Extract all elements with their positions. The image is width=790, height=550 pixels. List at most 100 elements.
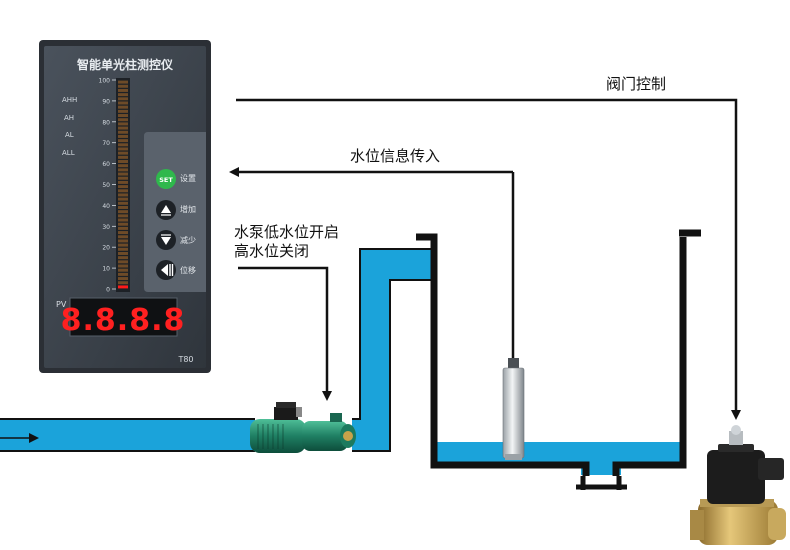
level-sensor xyxy=(502,172,525,460)
outlet-pipe xyxy=(352,248,436,452)
valve-control-label: 阀门控制 xyxy=(606,75,666,93)
scale-tick-label: 20 xyxy=(102,245,110,252)
scale-tick-label: 90 xyxy=(102,98,110,105)
bargraph-segment xyxy=(118,251,128,255)
bargraph-segment xyxy=(118,172,128,176)
alarm-ah-label: AH xyxy=(64,114,74,122)
water-pump xyxy=(250,402,356,453)
shift-button-text: 位移 xyxy=(180,265,196,275)
down-arrow-icon xyxy=(161,237,171,245)
bargraph-segment xyxy=(118,122,128,126)
bargraph-segment xyxy=(118,185,128,189)
bargraph-segment xyxy=(118,160,128,163)
bargraph-segment xyxy=(118,231,128,235)
set-button-text: 设置 xyxy=(180,173,196,183)
bargraph-segment xyxy=(118,210,128,214)
level-input-label: 水位信息传入 xyxy=(350,147,440,165)
pv-display xyxy=(69,297,178,337)
bargraph-segment xyxy=(118,84,128,88)
bargraph-segment xyxy=(118,256,128,260)
bargraph-segment xyxy=(118,272,128,276)
pv-value: 8.8.8.8 xyxy=(61,303,186,338)
inlet-pipe xyxy=(0,418,255,452)
scale-tick-label: 60 xyxy=(102,161,110,168)
bargraph-segment xyxy=(118,118,128,122)
scale-tick-label: 50 xyxy=(102,182,110,189)
bargraph-segment xyxy=(118,206,128,209)
set-button-label: SET xyxy=(159,176,173,184)
alarm-all-label: ALL xyxy=(62,149,75,157)
scale-tick-label: 30 xyxy=(102,224,110,231)
set-button[interactable]: SET xyxy=(156,169,176,189)
bargraph-segment xyxy=(118,218,128,222)
bargraph-segment xyxy=(118,139,128,143)
bargraph-segment xyxy=(118,130,128,134)
valve-control-line xyxy=(236,98,741,420)
shift-arrow-icon xyxy=(161,264,168,276)
bargraph-segment xyxy=(118,239,128,243)
bargraph-segment xyxy=(118,176,128,180)
bargraph-segment xyxy=(118,134,128,138)
pump-label-line2: 高水位关闭 xyxy=(234,242,309,260)
scale-tick-label: 10 xyxy=(102,266,110,273)
bargraph-segment xyxy=(118,193,128,197)
bargraph-segment xyxy=(118,201,128,205)
bargraph-segment xyxy=(118,151,128,155)
bargraph-segment xyxy=(118,93,128,97)
bargraph-segment xyxy=(118,285,128,289)
controller-title: 智能单光柱测控仪 xyxy=(76,57,174,72)
scale-tick-label: 0 xyxy=(106,287,110,294)
signal-lines xyxy=(229,98,741,420)
bargraph-segment xyxy=(118,126,128,130)
bargraph-segment xyxy=(118,226,128,230)
alarm-ahh-label: AHH xyxy=(62,96,77,104)
bargraph-segment xyxy=(118,147,128,151)
shift-button[interactable] xyxy=(156,260,176,280)
bargraph-segment xyxy=(118,197,128,201)
bargraph-segment xyxy=(118,164,128,168)
bargraph-segment xyxy=(118,101,128,105)
scale-tick-label: 40 xyxy=(102,203,110,210)
bargraph-segment xyxy=(118,143,128,147)
up-button[interactable] xyxy=(156,200,176,220)
bargraph-segment xyxy=(118,260,128,264)
tank-water xyxy=(434,442,683,465)
bargraph-segment xyxy=(118,189,128,193)
up-arrow-icon xyxy=(161,205,171,213)
bargraph-segment xyxy=(118,281,128,285)
alarm-al-label: AL xyxy=(65,131,74,139)
bargraph-segment xyxy=(118,214,128,218)
bargraph-segment xyxy=(118,114,128,118)
bargraph-segment xyxy=(118,247,128,251)
bargraph-segment xyxy=(118,222,128,226)
scale-tick-label: 100 xyxy=(99,78,111,85)
bargraph-segment xyxy=(118,105,128,109)
bargraph-segment xyxy=(118,97,128,101)
model-label: T80 xyxy=(177,355,193,364)
bargraph-segment xyxy=(118,264,128,268)
bargraph-segment xyxy=(118,277,128,281)
bargraph-segment xyxy=(118,168,128,172)
bargraph-segment xyxy=(118,88,128,92)
bargraph-segment xyxy=(118,180,128,184)
level-controller: 智能单光柱测控仪 AHH AH AL ALL 10090807060504030… xyxy=(39,40,211,373)
scale-tick-label: 80 xyxy=(102,119,110,126)
bargraph-segment xyxy=(118,235,128,239)
bargraph-segment xyxy=(118,109,128,113)
scale-tick-label: 70 xyxy=(102,140,110,147)
pv-label: PV xyxy=(56,300,67,309)
solenoid-valve xyxy=(690,425,786,545)
bargraph-segment xyxy=(118,243,128,247)
pump-label-line1: 水泵低水位开启 xyxy=(234,223,339,241)
down-button-text: 减少 xyxy=(180,235,196,245)
down-button[interactable] xyxy=(156,230,176,250)
up-button-text: 增加 xyxy=(180,204,196,214)
water-tank xyxy=(416,229,701,490)
bargraph-segment xyxy=(118,155,128,159)
pump-control-line xyxy=(238,266,332,401)
bargraph-segment xyxy=(118,268,128,272)
bargraph-segment xyxy=(118,80,128,84)
level-bargraph xyxy=(116,78,130,292)
